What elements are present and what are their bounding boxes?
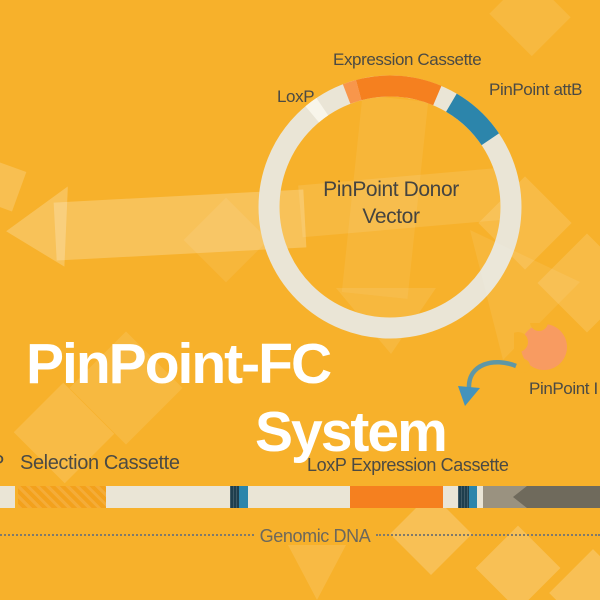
expression-cassette-arc: [355, 75, 442, 106]
loxp-site-arc: [305, 97, 329, 123]
page-title-line2: System: [255, 400, 448, 464]
dna-segment-att-site: [230, 486, 239, 508]
dna-segment-att-site: [469, 486, 477, 508]
dna-segment-selection-cassette: [18, 486, 106, 508]
genomic-dna-bar: [0, 486, 600, 508]
genomic-dna-label: Genomic DNA: [259, 526, 371, 546]
dna-segment-backbone: [443, 486, 458, 508]
pinpoint-attb-label: PinPoint attB: [489, 80, 583, 99]
dna-segment-att-site: [458, 486, 469, 508]
expression-cassette-top-label: Expression Cassette: [333, 50, 482, 69]
dna-segment-backbone: [106, 486, 230, 508]
selection-cassette-label: Selection Cassette: [20, 452, 180, 474]
genomic-dna-dotted-line-right: [376, 534, 600, 536]
integration-arrow-icon: [458, 360, 517, 406]
dna-segment-backbone: [477, 486, 483, 508]
dna-segment-backbone: [248, 486, 350, 508]
integrase-enzyme-icon: [514, 323, 567, 373]
genomic-dna-dotted-line-left: [0, 534, 254, 536]
dna-segment-att-site: [239, 486, 248, 508]
loxp-top-label: LoxP: [277, 87, 315, 106]
pinpoint-attb-arc: [445, 93, 500, 146]
donor-vector-title: PinPoint Donor Vector: [323, 178, 459, 228]
page-title-line1: PinPoint-FC: [26, 332, 332, 396]
pinpoint-integrase-label: PinPoint I: [529, 379, 598, 398]
loxp-left-clipped-label: P: [0, 452, 4, 475]
expression-cassette-bottom-label: Expression Cassette: [351, 455, 509, 475]
dna-segment-backbone: [0, 486, 15, 508]
loxp-bottom-label: LoxP: [307, 455, 347, 475]
expression-cassette-arc-light: [342, 79, 362, 104]
dna-segment-expression-cassette: [350, 486, 443, 508]
genomic-dna-arrow-segment: [513, 486, 600, 508]
